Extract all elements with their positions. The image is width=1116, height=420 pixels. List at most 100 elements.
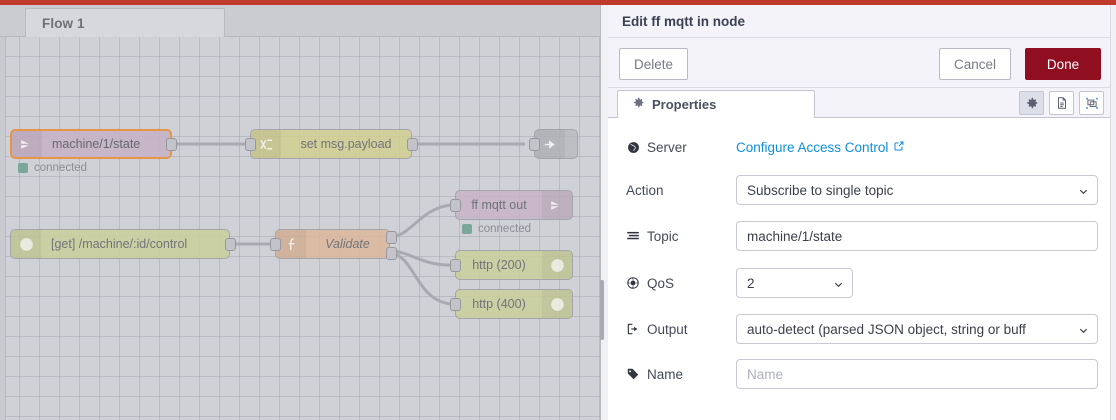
switch-arrows-icon <box>251 130 281 158</box>
node-properties-form: Server Configure Access Control Action <box>608 118 1116 420</box>
panel-tab-bar: Properties <box>608 88 1116 119</box>
canvas-node-function[interactable]: Validate <box>275 229 390 259</box>
canvas-node-change[interactable]: set msg.payload <box>250 129 412 159</box>
tab-properties[interactable]: Properties <box>617 90 815 119</box>
canvas-node-mqtt-out[interactable]: ff mqtt out <box>455 190 573 220</box>
port-output-http-in[interactable] <box>225 238 236 251</box>
port-input-function[interactable] <box>270 238 281 251</box>
panel-icon-buttons <box>1019 91 1104 115</box>
port-output-function-2[interactable] <box>386 247 397 260</box>
status-dot <box>462 224 472 234</box>
configure-access-control-link[interactable]: Configure Access Control <box>736 140 905 155</box>
canvas-node-label: Validate <box>325 237 370 251</box>
topic-label: Topic <box>647 228 679 244</box>
port-input-change[interactable] <box>245 138 256 151</box>
panel-right-scrollbar[interactable] <box>1110 5 1116 420</box>
output-value: auto-detect (parsed JSON object, string … <box>747 321 1026 337</box>
topic-label-group: Topic <box>626 229 736 244</box>
canvas-node-http-400[interactable]: http (400) <box>455 289 573 319</box>
qos-value: 2 <box>747 275 755 291</box>
form-row-name: Name Name <box>626 359 1098 389</box>
canvas-node-label: ff mqtt out <box>471 198 527 212</box>
action-select[interactable]: Subscribe to single topic <box>736 175 1098 205</box>
mqtt-icon <box>542 191 572 219</box>
port-input-debug[interactable] <box>529 138 540 151</box>
configure-access-control-text: Configure Access Control <box>736 139 889 155</box>
debug-arrow-icon <box>535 130 565 158</box>
globe-icon <box>542 251 572 279</box>
wire-function-to-mqttout <box>389 203 451 239</box>
appearance-icon-button[interactable] <box>1079 91 1104 115</box>
form-row-topic: Topic machine/1/state <box>626 221 1098 251</box>
form-row-qos: QoS 2 <box>626 268 1098 298</box>
wire-function-to-http400 <box>389 251 451 306</box>
port-output-function-1[interactable] <box>386 231 397 244</box>
canvas-node-mqtt-in[interactable]: machine/1/state <box>10 129 172 159</box>
port-input-mqtt-out[interactable] <box>450 199 461 212</box>
port-input-http-200[interactable] <box>450 259 461 272</box>
gear-icon-button[interactable] <box>1019 91 1044 115</box>
server-label-group: Server <box>626 140 736 155</box>
port-output-mqtt-in[interactable] <box>166 138 177 151</box>
list-icon <box>626 229 640 243</box>
done-button[interactable]: Done <box>1025 48 1101 80</box>
tag-icon <box>626 367 640 381</box>
output-arrow-icon <box>626 322 640 336</box>
wire-function-to-http200 <box>389 249 451 267</box>
name-label: Name <box>647 366 684 382</box>
output-label-group: Output <box>626 322 736 337</box>
form-row-output: Output auto-detect (parsed JSON object, … <box>626 314 1098 344</box>
canvas-node-debug[interactable] <box>534 129 578 159</box>
action-label-group: Action <box>626 183 736 198</box>
node-status-mqtt-out: connected <box>462 223 531 235</box>
globe-icon <box>542 290 572 318</box>
globe-icon <box>11 230 41 258</box>
globe-icon <box>626 140 640 154</box>
action-value: Subscribe to single topic <box>747 182 894 198</box>
canvas-node-http-200[interactable]: http (200) <box>455 250 573 280</box>
topic-value: machine/1/state <box>747 228 843 244</box>
edit-node-panel: Edit ff mqtt in node Delete Cancel Done … <box>608 5 1116 420</box>
topic-input[interactable]: machine/1/state <box>736 221 1098 251</box>
canvas-node-label: set msg.payload <box>300 137 392 151</box>
canvas-node-label: http (400) <box>472 297 526 311</box>
canvas-node-label: http (200) <box>472 258 526 272</box>
output-select[interactable]: auto-detect (parsed JSON object, string … <box>736 314 1098 344</box>
canvas-node-http-in[interactable]: [get] /machine/:id/control <box>10 229 230 259</box>
node-status-mqtt-in: connected <box>18 162 87 174</box>
delete-button[interactable]: Delete <box>619 48 689 80</box>
panel-resize-handle[interactable] <box>600 280 604 340</box>
panel-divider[interactable] <box>600 5 608 420</box>
canvas-node-label: [get] /machine/:id/control <box>51 237 188 251</box>
action-label: Action <box>626 182 664 198</box>
canvas-left-gutter <box>0 37 6 420</box>
chevron-down-icon <box>833 278 843 288</box>
flow-editor-area: Flow 1 <box>0 5 600 420</box>
name-placeholder: Name <box>747 366 784 382</box>
flow-tab-flow-1[interactable]: Flow 1 <box>25 8 225 37</box>
name-label-group: Name <box>626 367 736 382</box>
form-row-action: Action Subscribe to single topic <box>626 175 1098 205</box>
port-output-change[interactable] <box>407 138 418 151</box>
chevron-down-icon <box>1078 185 1088 195</box>
flow-tab-bar: Flow 1 <box>0 5 600 37</box>
name-input[interactable]: Name <box>736 359 1098 389</box>
flow-tab-label: Flow 1 <box>42 15 85 31</box>
description-icon-button[interactable] <box>1049 91 1074 115</box>
panel-header: Edit ff mqtt in node <box>608 5 1116 38</box>
cancel-button[interactable]: Cancel <box>939 48 1012 80</box>
form-row-server: Server Configure Access Control <box>626 132 1098 162</box>
output-label: Output <box>647 321 688 337</box>
tab-properties-label: Properties <box>652 97 717 112</box>
panel-toolbar: Delete Cancel Done <box>608 38 1116 88</box>
port-input-http-400[interactable] <box>450 298 461 311</box>
server-label: Server <box>647 139 687 155</box>
qos-select[interactable]: 2 <box>736 268 853 298</box>
mqtt-icon <box>12 131 42 157</box>
target-icon <box>626 276 640 290</box>
panel-title: Edit ff mqtt in node <box>622 13 745 29</box>
external-link-icon <box>893 140 905 155</box>
flow-canvas[interactable]: machine/1/state connected set msg.payloa… <box>0 37 600 420</box>
gear-icon <box>632 96 645 114</box>
